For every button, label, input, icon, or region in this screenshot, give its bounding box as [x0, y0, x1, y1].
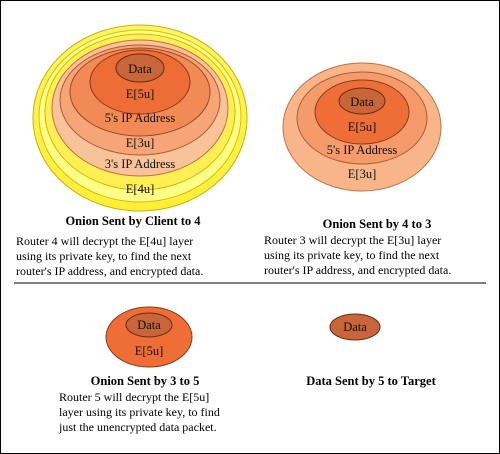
- desc-4-to-3-line1: Router 3 will decrypt the E[3u] layer: [264, 233, 441, 247]
- desc-3-to-5-line1: Router 5 will decrypt the E[5u]: [59, 390, 209, 404]
- label-e3u: E[3u]: [348, 167, 376, 181]
- desc-client-to-4-line1: Router 4 will decrypt the E[4u] layer: [16, 234, 193, 248]
- title-4-to-3: Onion Sent by 4 to 3: [323, 217, 432, 231]
- label-data: Data: [350, 95, 374, 109]
- label-e5u: E[5u]: [348, 120, 376, 134]
- title-5-to-target: Data Sent by 5 to Target: [306, 374, 436, 388]
- label-e5u: E[5u]: [126, 87, 154, 101]
- desc-4-to-3-line3: router's IP address, and encrypted data.: [264, 263, 451, 277]
- title-client-to-4: Onion Sent by Client to 4: [65, 214, 201, 228]
- layer-data: [115, 53, 165, 83]
- desc-4-to-3-line2: using its private key, to find the next: [264, 248, 440, 262]
- label-5s-ip: 5's IP Address: [105, 111, 176, 125]
- title-3-to-5: Onion Sent by 3 to 5: [91, 374, 200, 388]
- desc-3-to-5-line2: layer using its private key, to find: [59, 405, 220, 419]
- label-e5u: E[5u]: [135, 344, 163, 358]
- label-5s-ip: 5's IP Address: [327, 143, 398, 157]
- label-data: Data: [343, 320, 367, 334]
- desc-client-to-4-line2: using its private key, to find the next: [16, 249, 192, 263]
- label-data: Data: [128, 62, 152, 76]
- layer-data: [125, 312, 173, 338]
- layer-data: [338, 87, 386, 115]
- onion-4-to-3: Data E[5u] 5's IP Address E[3u] Onion Se…: [264, 62, 451, 277]
- label-3s-ip: 3's IP Address: [105, 157, 176, 171]
- onion-3-to-5: Data E[5u] Onion Sent by 3 to 5 Router 5…: [58, 306, 220, 434]
- desc-client-to-4-line3: router's IP address, and encrypted data.: [16, 264, 203, 278]
- onion-client-to-4: Data E[5u] 5's IP Address E[3u] 3's IP A…: [16, 24, 248, 278]
- label-data: Data: [137, 318, 161, 332]
- label-e3u: E[3u]: [126, 136, 154, 150]
- desc-3-to-5-line3: just the unencrypted data packet.: [58, 420, 217, 434]
- label-e4u: E[4u]: [126, 182, 154, 196]
- layer-data: [329, 313, 381, 341]
- data-5-to-target: Data Data Sent by 5 to Target: [306, 313, 437, 388]
